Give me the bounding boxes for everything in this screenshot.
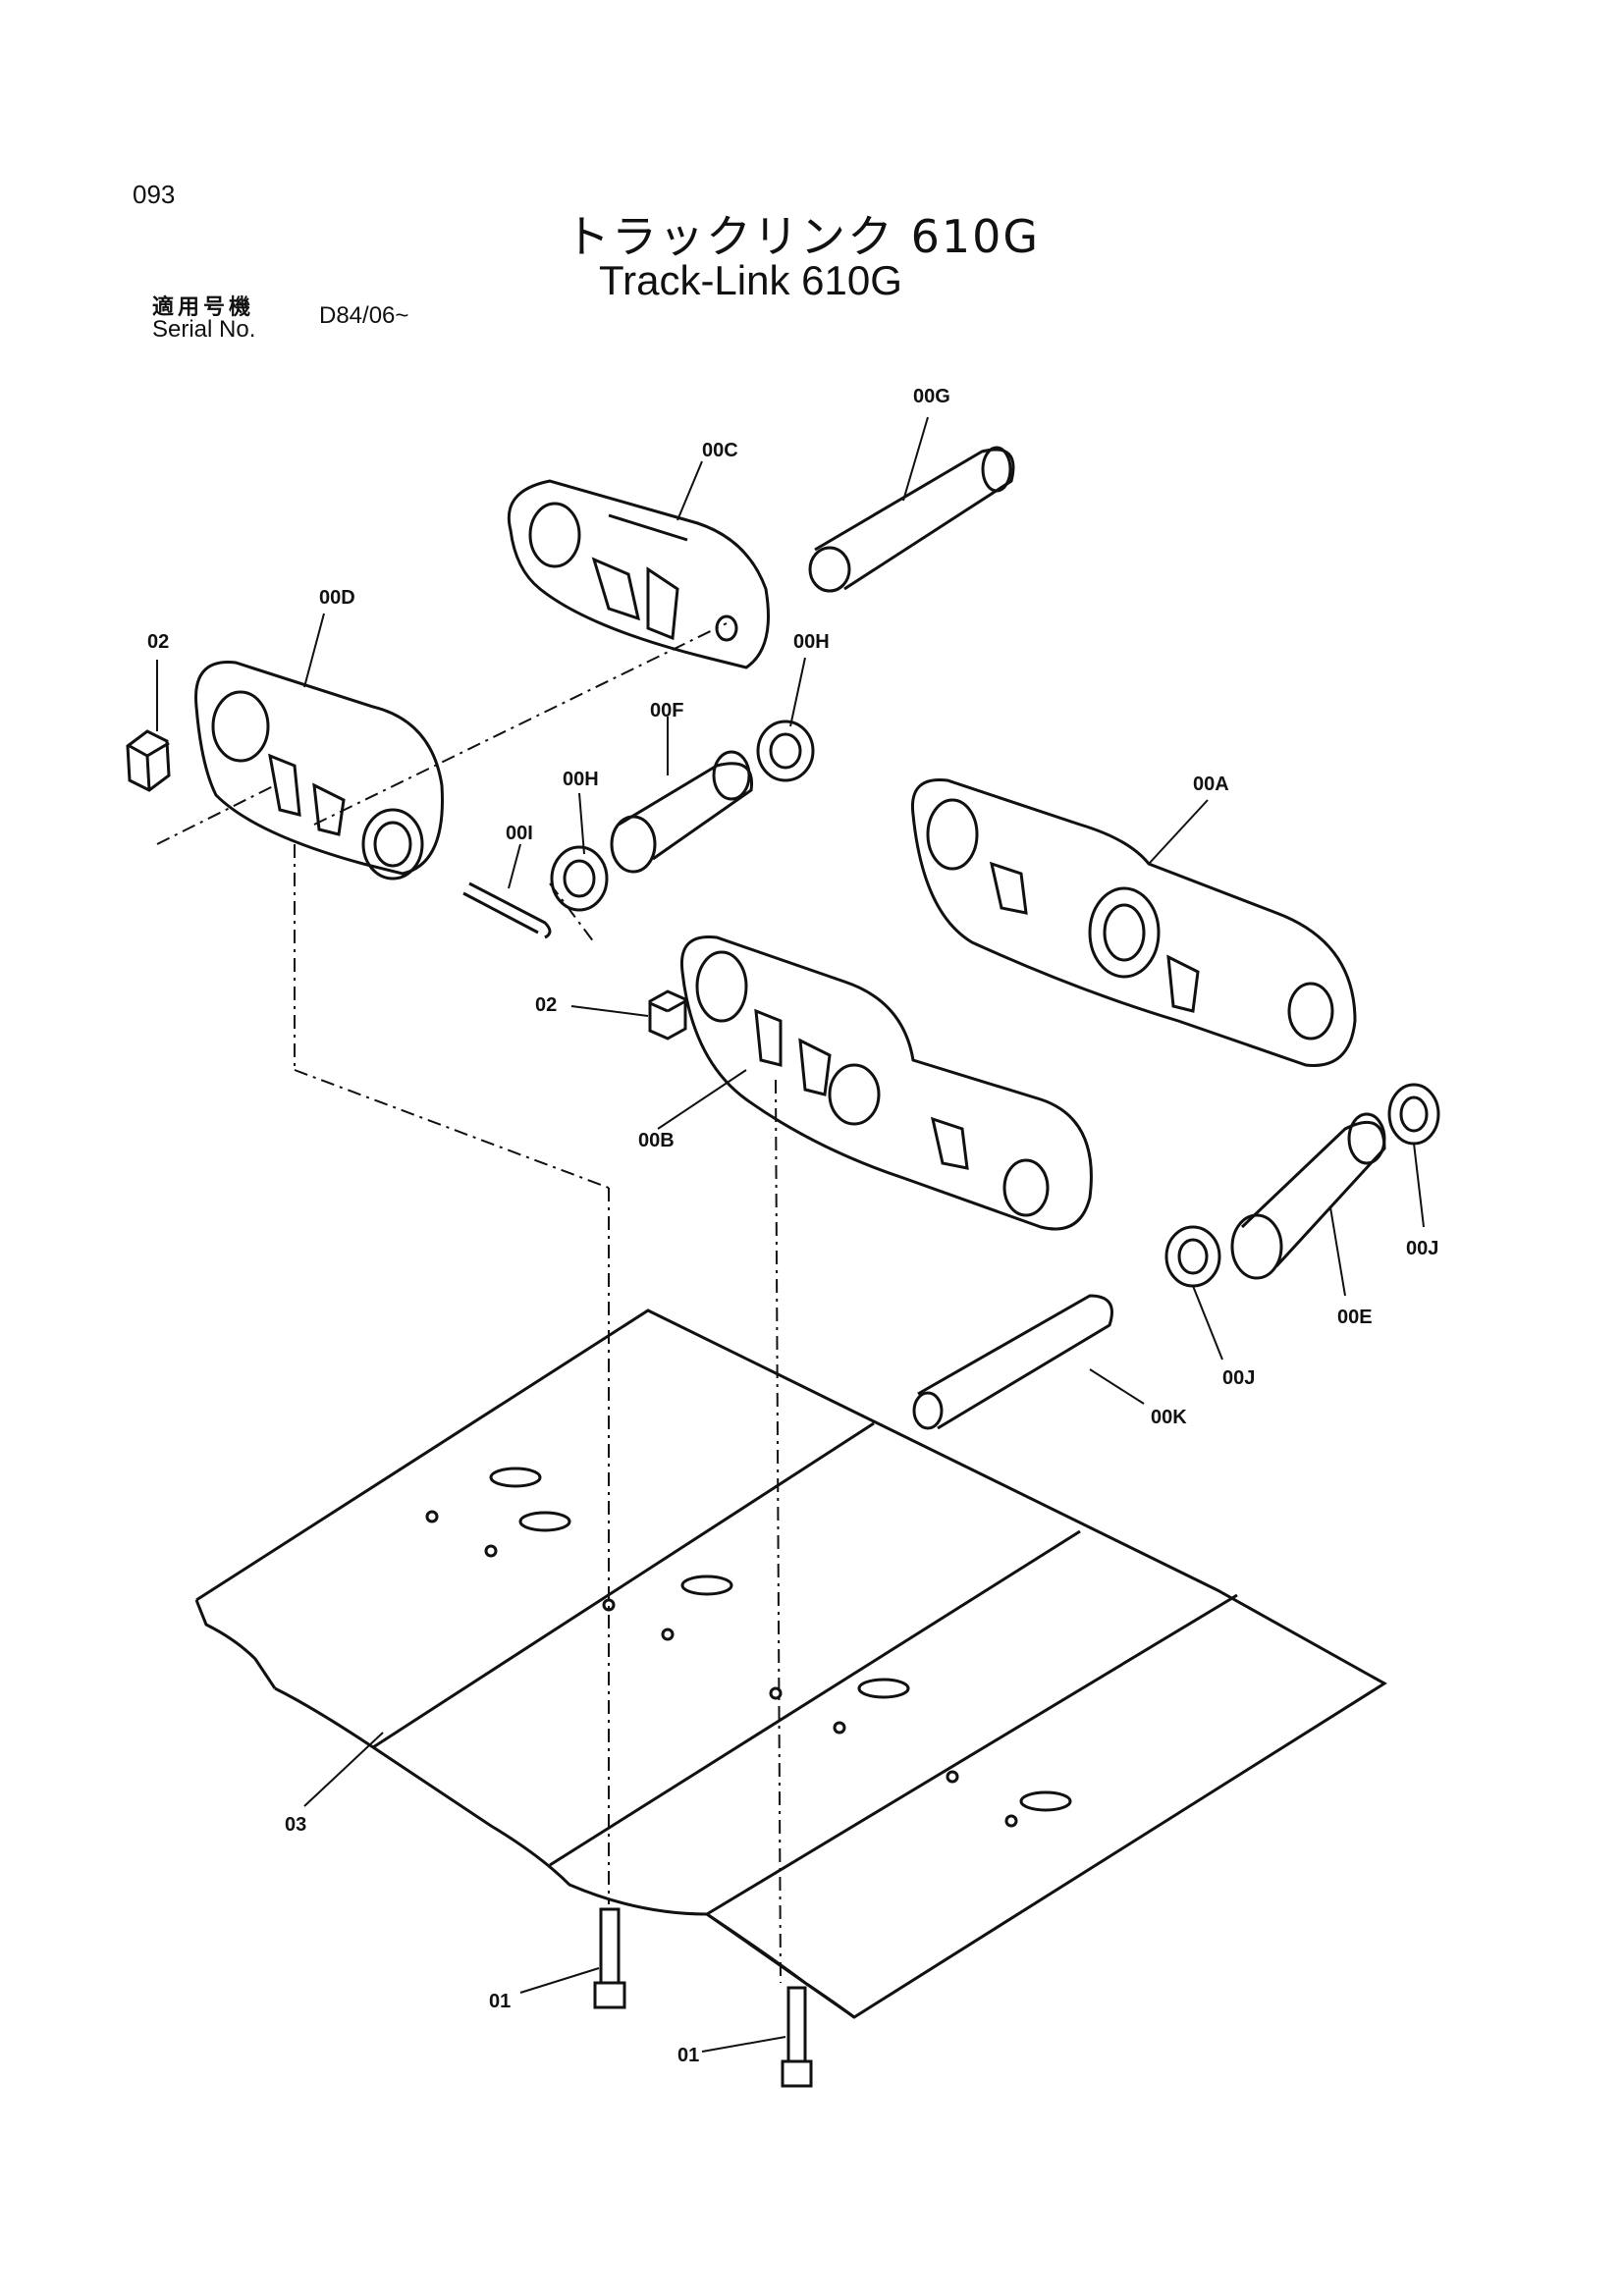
seal-00J-right [1387,1083,1440,1146]
seal-00H-top [756,720,815,782]
pin-00G [808,446,1015,593]
pin-00K [912,1294,1113,1430]
label-00I: 00I [506,823,533,844]
label-02-middle: 02 [535,994,557,1016]
label-00H: 00H [563,769,599,790]
serial-label-japanese: 適用号機 [152,295,255,320]
label-00J-right: 00J [1406,1238,1438,1259]
label-00H-top: 00H [793,631,830,653]
bolt-01-left [593,1907,626,2009]
seal-00H [550,845,609,912]
leader-lines [156,416,1425,2053]
label-03: 03 [285,1814,306,1836]
label-00G: 00G [913,386,950,407]
link-00D [194,661,444,881]
label-00K: 00K [1151,1407,1187,1428]
track-shoe-03 [194,1308,1387,2019]
label-00A: 00A [1193,774,1229,795]
label-00C: 00C [702,440,738,461]
page-number: 093 [133,180,176,209]
title-japanese: トラックリンク 610G [565,210,1041,263]
label-00F: 00F [650,700,683,721]
bolt-01-right [781,1986,813,2088]
label-02-left: 02 [147,631,169,653]
bushing-00E [1230,1112,1386,1280]
assembly-lines [156,622,782,1984]
pin-00I [462,881,552,939]
label-00J: 00J [1222,1367,1255,1389]
bushing-00F [610,750,754,874]
label-00D: 00D [319,587,355,609]
serial-label-english: Serial No. [152,316,256,343]
link-00B [679,934,1093,1231]
nut-02-left [126,729,171,792]
label-00E: 00E [1337,1307,1373,1328]
link-00C [507,479,770,669]
label-00B: 00B [638,1130,675,1151]
label-01-left: 01 [489,1991,511,2012]
link-00A [910,777,1357,1067]
serial-value: D84/06~ [319,302,409,329]
seal-00J [1164,1225,1221,1288]
label-01-right: 01 [677,2045,699,2066]
title-english: Track-Link 610G [599,257,902,303]
nut-02-middle [648,989,687,1041]
